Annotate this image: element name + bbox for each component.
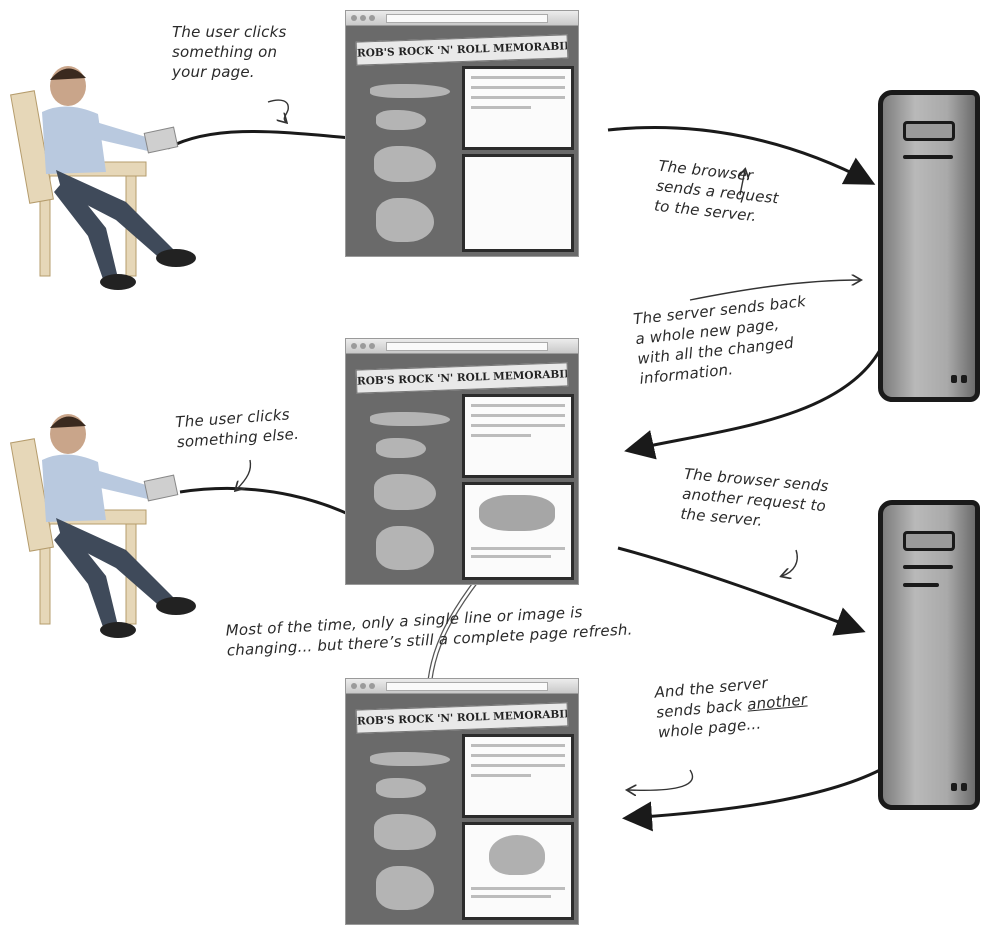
browser-toolbar — [346, 11, 578, 26]
guitar-item[interactable] — [370, 412, 450, 426]
glasses-item[interactable] — [376, 778, 426, 798]
site-banner: ROB'S ROCK 'N' ROLL MEMORABILIA — [356, 362, 569, 393]
arrow-server2-to-page3 — [628, 770, 880, 818]
description-box — [462, 734, 574, 818]
book-item[interactable] — [374, 474, 436, 510]
detail-image-box — [462, 154, 574, 252]
description-box — [462, 394, 574, 478]
arrow-page2-to-server2 — [618, 548, 860, 630]
annotation-user-clicks-page: The user clicks something on your page. — [172, 22, 286, 82]
annotation-user-clicks-else: The user clicks something else. — [175, 404, 300, 452]
browser-screenshot-2: ROB'S ROCK 'N' ROLL MEMORABILIA — [345, 338, 579, 585]
hat-image — [489, 835, 545, 875]
annotation-browser-sends-request: The browser sends a request to the serve… — [653, 156, 782, 229]
detail-image-box — [462, 822, 574, 920]
browser-screenshot-1: ROB'S ROCK 'N' ROLL MEMORABILIA — [345, 10, 579, 257]
sunglasses-image — [479, 495, 555, 531]
browser-toolbar — [346, 339, 578, 354]
site-banner: ROB'S ROCK 'N' ROLL MEMORABILIA — [356, 702, 569, 733]
guitar-item[interactable] — [370, 84, 450, 98]
user-in-chair-icon — [6, 52, 206, 290]
guitar-item[interactable] — [370, 752, 450, 766]
server-2 — [878, 500, 980, 810]
annotation-browser-sends-another: The browser sends another request to the… — [680, 464, 830, 536]
site-banner: ROB'S ROCK 'N' ROLL MEMORABILIA — [356, 34, 569, 65]
underlined-word: another — [746, 690, 807, 713]
glasses-item[interactable] — [376, 110, 426, 130]
hat-item[interactable] — [376, 198, 434, 242]
hat-item[interactable] — [376, 866, 434, 910]
server-1 — [878, 90, 980, 402]
glasses-item[interactable] — [376, 438, 426, 458]
detail-image-box — [462, 482, 574, 580]
book-item[interactable] — [374, 814, 436, 850]
person-user-1 — [6, 52, 206, 290]
book-item[interactable] — [374, 146, 436, 182]
browser-screenshot-3: ROB'S ROCK 'N' ROLL MEMORABILIA — [345, 678, 579, 925]
description-box — [462, 66, 574, 150]
browser-toolbar — [346, 679, 578, 694]
hat-item[interactable] — [376, 526, 434, 570]
